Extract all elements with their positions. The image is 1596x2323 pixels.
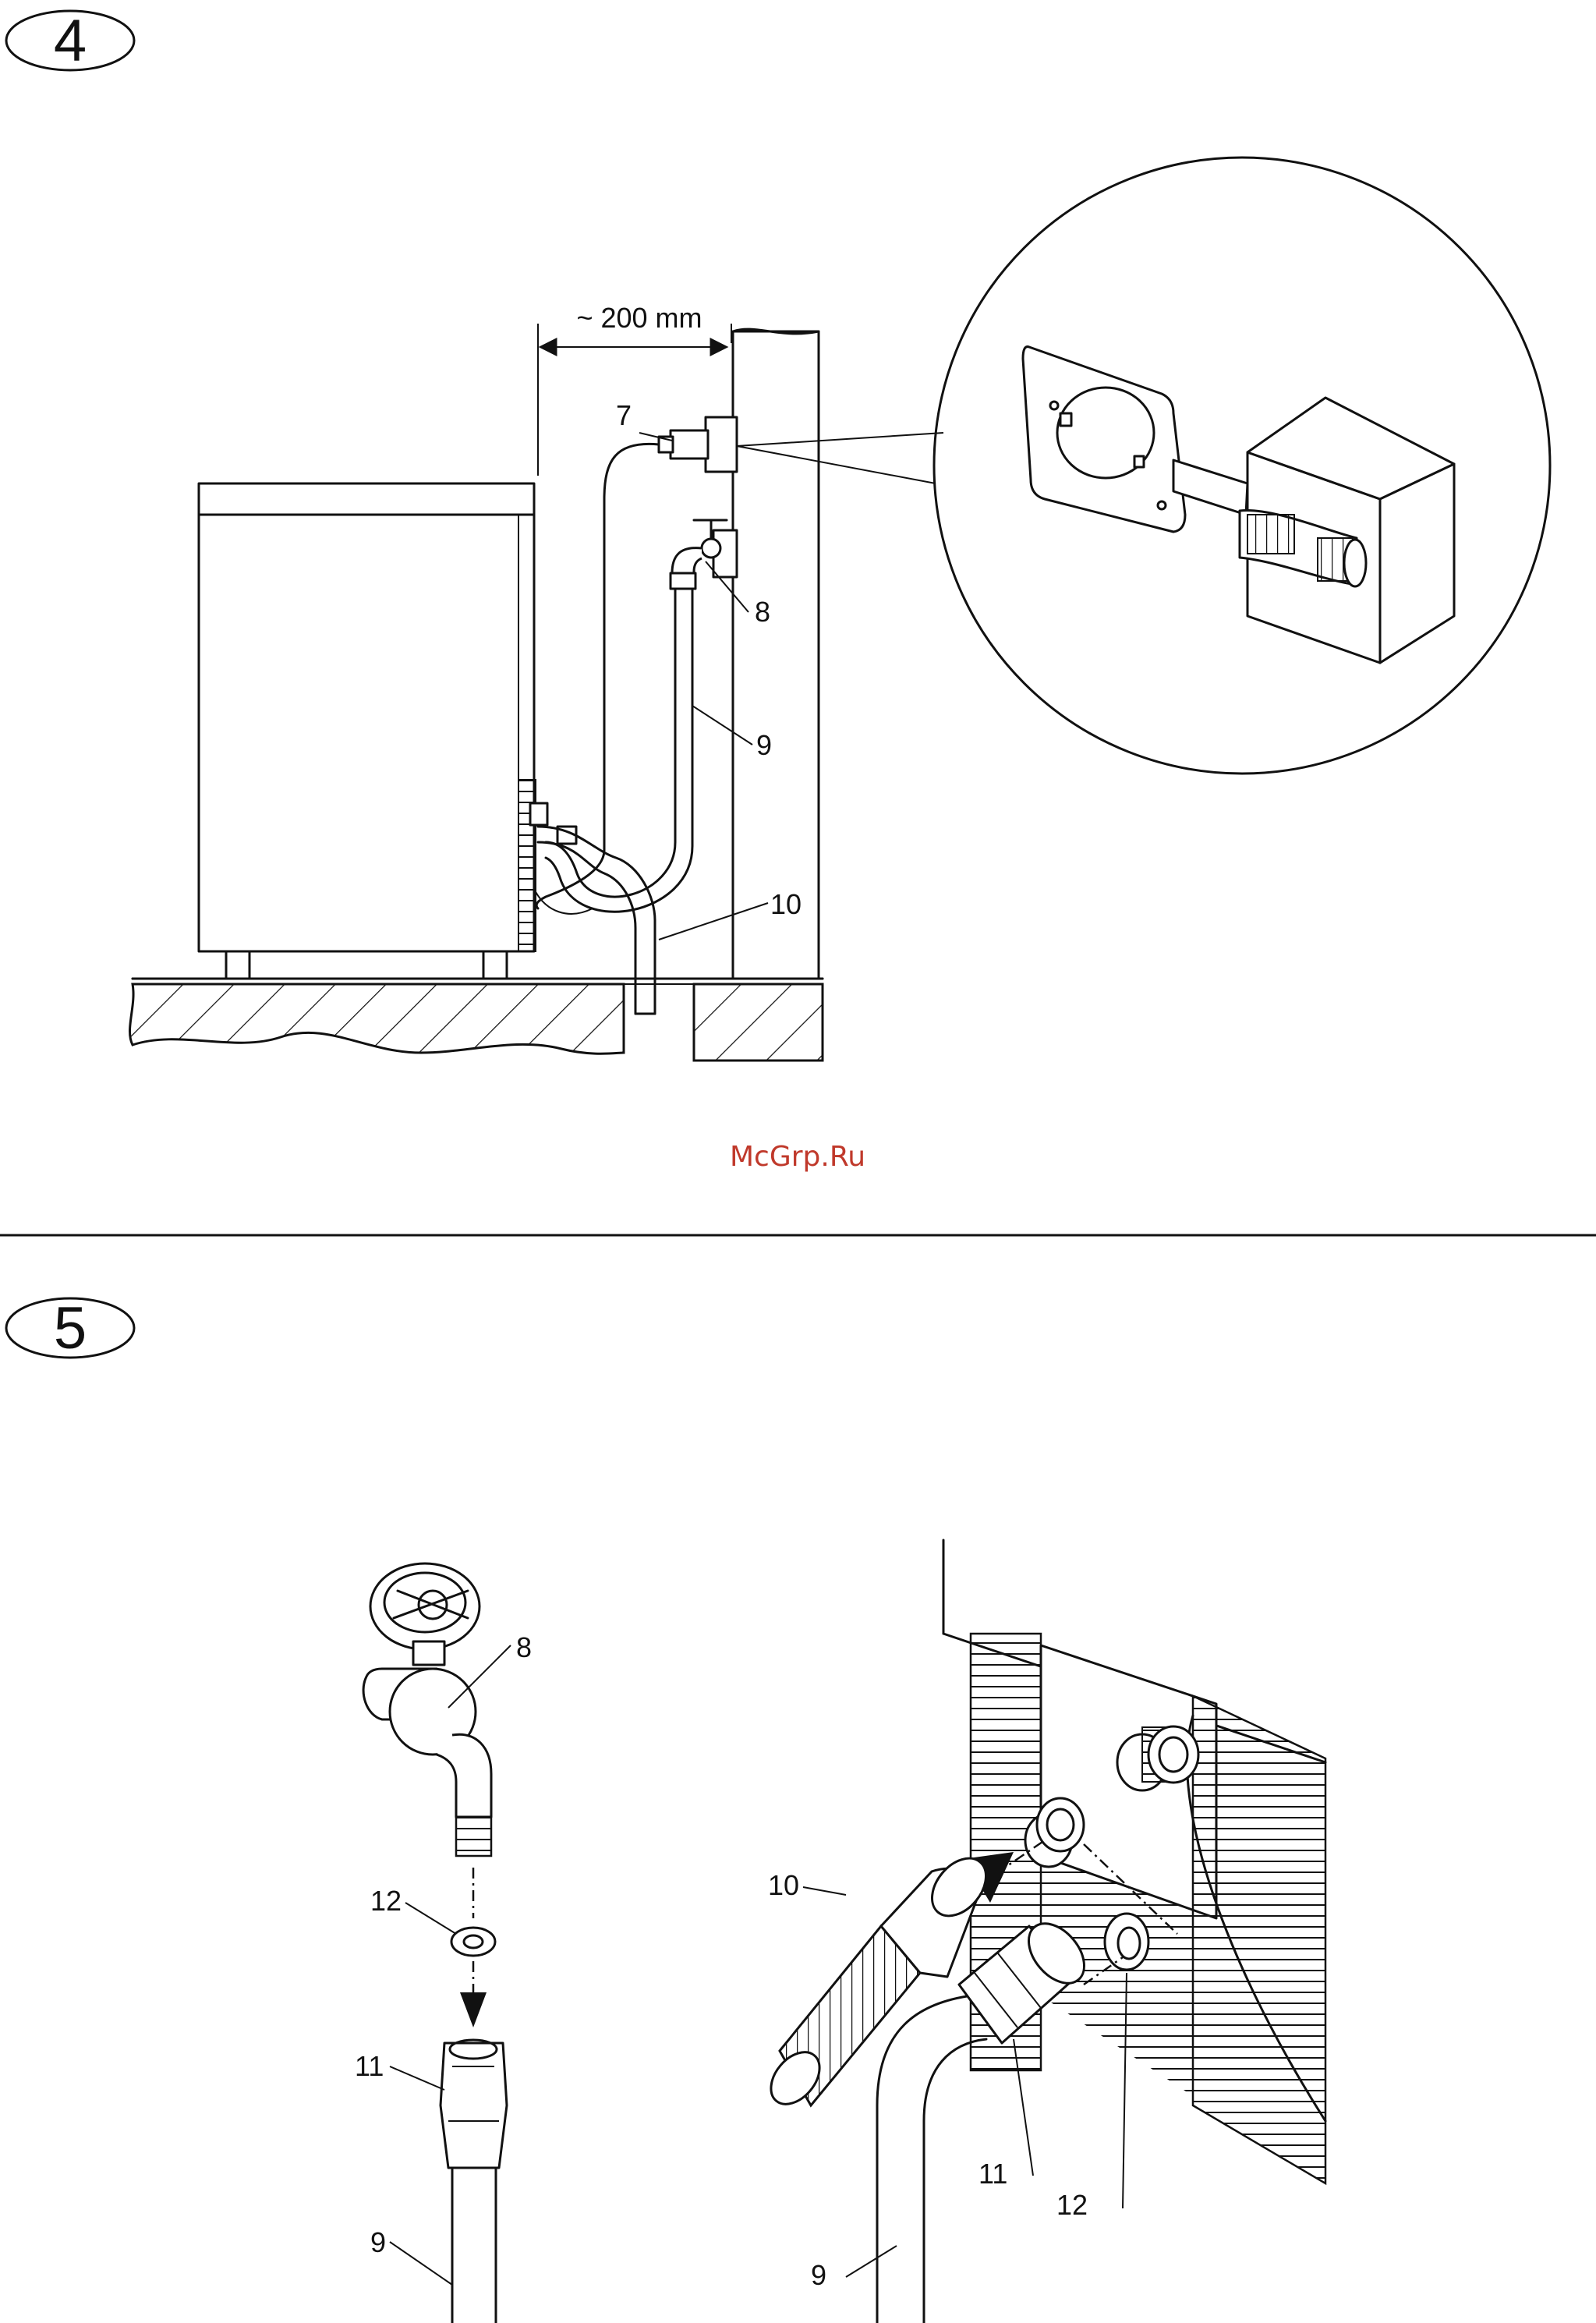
wall	[733, 329, 819, 979]
label-9: 9	[756, 729, 772, 761]
label-11-tap: 11	[355, 2050, 384, 2082]
seal-washer	[1105, 1914, 1148, 1970]
label-12-machine: 12	[1056, 2189, 1088, 2221]
step-4-badge: 4	[6, 8, 134, 74]
magnified-socket-plug	[1023, 347, 1454, 663]
inlet-hose	[530, 589, 692, 912]
step-5-number: 5	[54, 1295, 87, 1362]
label-12-tap: 12	[370, 1885, 402, 1917]
label-10-machine: 10	[768, 1869, 799, 1901]
label-9-tap: 9	[370, 2226, 386, 2258]
step-5-badge: 5	[6, 1295, 134, 1362]
label-8: 8	[755, 596, 770, 628]
watermark: McGrp.Ru	[730, 1141, 865, 1173]
washing-machine-side	[199, 483, 536, 979]
label-9-machine: 9	[811, 2259, 826, 2291]
label-11-machine: 11	[978, 2158, 1007, 2190]
floor	[129, 979, 823, 1061]
label-8-tap: 8	[516, 1631, 532, 1663]
water-tap	[671, 520, 737, 589]
step-4-number: 4	[54, 8, 87, 74]
dimension-label: ~ 200 mm	[576, 302, 702, 334]
tap-assembly	[363, 1563, 507, 2323]
label-10: 10	[770, 888, 802, 920]
label-7: 7	[616, 399, 632, 431]
